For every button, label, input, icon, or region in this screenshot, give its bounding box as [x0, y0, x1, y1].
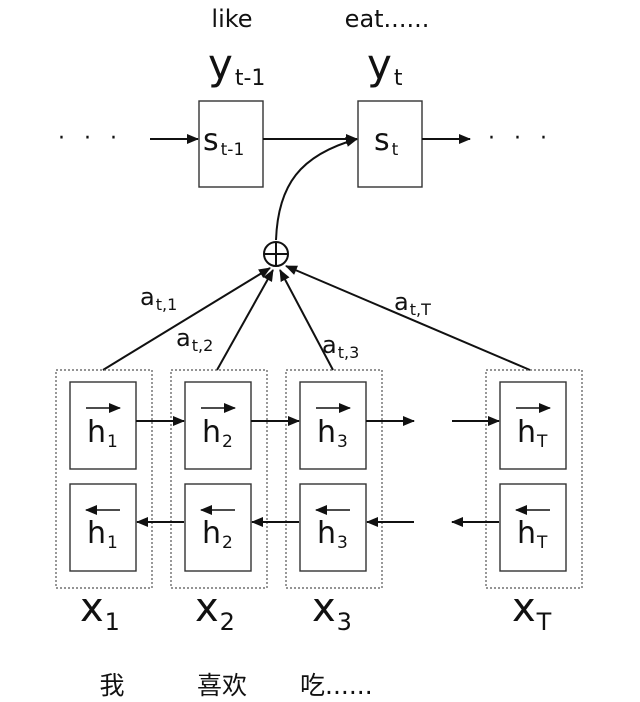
attention-line-3 — [279, 269, 334, 371]
backward-state-box-2 — [184, 483, 252, 572]
label-x-3: x3 — [312, 585, 352, 636]
label-y-cur: yt — [367, 40, 403, 91]
label-h-backward-2: h2 — [202, 516, 233, 553]
label-x-2: x2 — [195, 585, 235, 636]
output-word-like: like — [211, 5, 252, 33]
attention-line-T — [285, 265, 531, 371]
encoder-group-2 — [170, 369, 268, 589]
decoder-state-box-cur — [357, 100, 423, 188]
input-word-1: 我 — [99, 671, 124, 700]
forward-state-box-T — [499, 381, 567, 470]
input-word-2: 喜欢 — [197, 671, 247, 700]
attention-weight-2: at,2 — [176, 324, 213, 355]
label-x-1: x1 — [80, 585, 120, 636]
attention-weight-T: at,T — [394, 288, 431, 319]
backward-state-box-3 — [299, 483, 367, 572]
label-h-backward-3: h3 — [317, 516, 348, 553]
attention-line-1 — [102, 267, 271, 371]
encoder-group-T — [485, 369, 583, 589]
forward-state-box-3 — [299, 381, 367, 470]
forward-state-box-1 — [69, 381, 137, 470]
output-word-eat: eat...... — [345, 5, 430, 33]
encoder-group-1 — [55, 369, 153, 589]
label-h-backward-1: h1 — [87, 516, 118, 553]
backward-state-box-T — [499, 483, 567, 572]
label-x-T: xT — [512, 585, 552, 636]
label-h-forward-T: hT — [517, 415, 548, 452]
context-arrow — [275, 137, 358, 241]
forward-state-box-2 — [184, 381, 252, 470]
attention-weight-3: at,3 — [322, 331, 359, 362]
encoder-group-3 — [285, 369, 383, 589]
label-h-forward-3: h3 — [317, 415, 348, 452]
label-h-backward-T: hT — [517, 516, 548, 553]
label-h-forward-1: h1 — [87, 415, 118, 452]
attention-weight-1: at,1 — [140, 283, 177, 314]
attention-line-2 — [216, 269, 274, 371]
backward-state-box-1 — [69, 483, 137, 572]
decoder-ellipsis-left: · · · — [58, 126, 123, 151]
label-h-forward-2: h2 — [202, 415, 233, 452]
input-word-3: 吃...... — [300, 671, 373, 700]
decoder-ellipsis-right: · · · — [488, 126, 553, 151]
decoder-state-box-prev — [198, 100, 264, 188]
label-y-prev: yt-1 — [208, 40, 265, 91]
